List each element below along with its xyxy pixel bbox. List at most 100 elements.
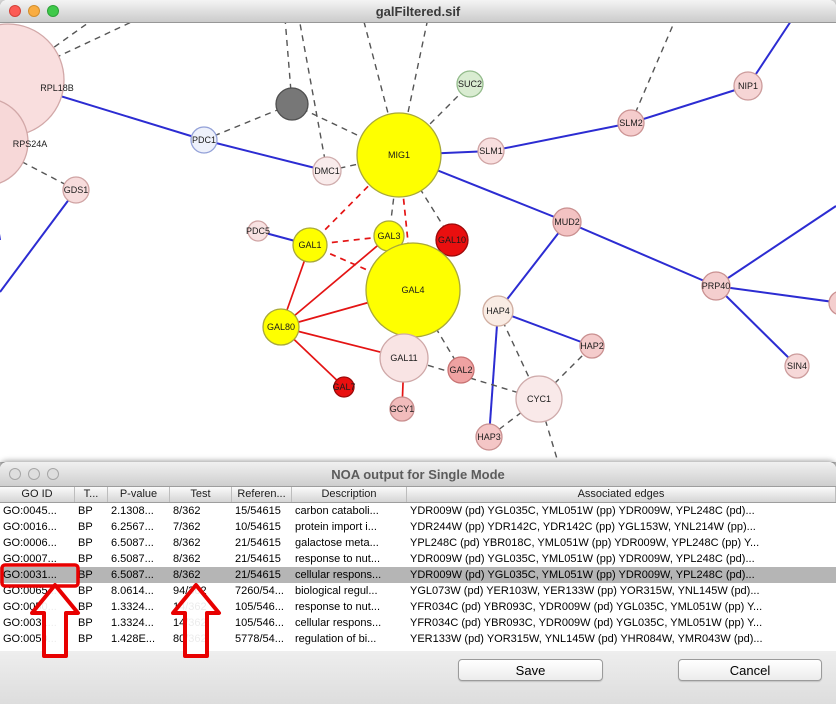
table-cell-edges[interactable]: YDR244W (pp) YDR142C, YDR142C (pp) YGL15… [410, 521, 756, 533]
table-cell-test[interactable]: 8/362 [173, 537, 201, 549]
graph-node-dark[interactable] [275, 87, 309, 121]
graph-edge-blue[interactable] [497, 221, 568, 312]
graph-node-gal11[interactable] [379, 333, 429, 383]
zoom-button[interactable] [47, 468, 59, 480]
table-cell-test[interactable]: 7/362 [173, 521, 201, 533]
network-canvas[interactable]: RPL18BRPS24AGDS1PDC1MIG1SUC2SLM1SLM2NIP1… [0, 0, 836, 462]
column-header-go_id[interactable]: GO ID [0, 486, 75, 502]
table-cell-reference[interactable]: 21/54615 [235, 537, 281, 549]
save-button[interactable]: Save [458, 659, 603, 681]
column-header-edges[interactable]: Associated edges [407, 486, 836, 502]
table-cell-go_id[interactable]: GO:0050... [3, 633, 57, 645]
graph-edge-gray[interactable] [291, 103, 400, 156]
graph-node-mig1[interactable] [356, 112, 442, 198]
table-cell-description[interactable]: protein import i... [295, 521, 377, 533]
table-cell-p_value[interactable]: 6.5087... [111, 569, 154, 581]
graph-edge-blue[interactable] [497, 310, 593, 347]
table-cell-type[interactable]: BP [78, 633, 93, 645]
graph-edge-gray[interactable] [298, 17, 328, 172]
table-cell-go_id[interactable]: GO:0007... [3, 553, 57, 565]
cancel-button[interactable]: Cancel [678, 659, 822, 681]
table-row-1[interactable]: GO:0016... BP 6.2567... 7/362 10/54615 protei… [0, 519, 836, 535]
graph-node-cyc1[interactable] [515, 375, 563, 423]
table-row-3[interactable]: GO:0007... BP 6.5087... 8/362 21/54615 respon… [0, 551, 836, 567]
graph-node-dmc1[interactable] [312, 156, 342, 186]
column-header-description[interactable]: Description [292, 486, 407, 502]
graph-node-rps24a[interactable] [0, 98, 29, 186]
table-cell-go_id[interactable]: GO:0031... [3, 569, 57, 581]
graph-edge-blue[interactable] [488, 310, 499, 438]
graph-node-gal4[interactable] [365, 242, 461, 338]
table-cell-type[interactable]: BP [78, 553, 93, 565]
table-cell-p_value[interactable]: 2.1308... [111, 505, 154, 517]
table-cell-p_value[interactable]: 1.3324... [111, 601, 154, 613]
graph-node-hap2[interactable] [579, 333, 605, 359]
graph-edge-gray[interactable] [398, 154, 453, 241]
close-button[interactable] [9, 468, 21, 480]
table-cell-p_value[interactable]: 1.3324... [111, 617, 154, 629]
graph-node-pdc1[interactable] [190, 126, 218, 154]
column-header-test[interactable]: Test [170, 486, 232, 502]
table-cell-go_id[interactable]: GO:0045... [3, 505, 57, 517]
table-cell-test[interactable]: 8/362 [173, 553, 201, 565]
graph-node-hap3[interactable] [475, 423, 503, 451]
graph-node-hap4[interactable] [482, 295, 514, 327]
graph-node-prp40[interactable] [701, 271, 731, 301]
table-cell-reference[interactable]: 10/54615 [235, 521, 281, 533]
graph-node-suc2[interactable] [456, 70, 484, 98]
table-cell-description[interactable]: galactose meta... [295, 537, 379, 549]
graph-edge-blue[interactable] [715, 285, 798, 367]
column-header-type[interactable]: T... [75, 486, 108, 502]
zoom-button[interactable] [47, 5, 59, 17]
column-header-p_value[interactable]: P-value [108, 486, 170, 502]
table-cell-type[interactable]: BP [78, 537, 93, 549]
graph-node-sin4[interactable] [784, 353, 810, 379]
table-cell-p_value[interactable]: 6.5087... [111, 553, 154, 565]
table-cell-go_id[interactable]: GO:0006... [3, 537, 57, 549]
table-cell-reference[interactable]: 21/54615 [235, 553, 281, 565]
table-cell-type[interactable]: BP [78, 569, 93, 581]
table-cell-test[interactable]: 80/362 [173, 633, 207, 645]
table-cell-type[interactable]: BP [78, 617, 93, 629]
table-cell-type[interactable]: BP [78, 505, 93, 517]
graph-node-slm2[interactable] [617, 109, 645, 137]
graph-node-gcy1[interactable] [389, 396, 415, 422]
table-cell-description[interactable]: carbon cataboli... [295, 505, 379, 517]
table-cell-edges[interactable]: YDR009W (pd) YGL035C, YML051W (pp) YDR00… [410, 569, 755, 581]
table-cell-description[interactable]: biological regul... [295, 585, 378, 597]
graph-node-mud2[interactable] [552, 207, 582, 237]
table-row-2[interactable]: GO:0006... BP 6.5087... 8/362 21/54615 galact… [0, 535, 836, 551]
table-cell-edges[interactable]: YFR034C (pd) YBR093C, YDR009W (pd) YGL03… [410, 601, 763, 613]
table-cell-p_value[interactable]: 6.5087... [111, 537, 154, 549]
graph-edge-blue[interactable] [715, 205, 836, 287]
graph-node-gal7[interactable] [333, 376, 355, 398]
table-cell-test[interactable]: 8/362 [173, 569, 201, 581]
table-cell-description[interactable]: cellular respons... [295, 617, 382, 629]
table-cell-reference[interactable]: 7260/54... [235, 585, 284, 597]
table-cell-edges[interactable]: YDR009W (pd) YGL035C, YML051W (pp) YDR00… [410, 553, 755, 565]
column-header-reference[interactable]: Referen... [232, 486, 292, 502]
table-cell-type[interactable]: BP [78, 585, 93, 597]
table-cell-reference[interactable]: 105/546... [235, 601, 284, 613]
table-cell-p_value[interactable]: 6.2567... [111, 521, 154, 533]
table-cell-go_id[interactable]: GO:0016... [3, 521, 57, 533]
minimize-button[interactable] [28, 5, 40, 17]
graph-node-nip1[interactable] [733, 71, 763, 101]
table-cell-edges[interactable]: YPL248C (pd) YBR018C, YML051W (pp) YDR00… [410, 537, 760, 549]
graph-edge-blue[interactable] [0, 189, 77, 293]
graph-edge-blue[interactable] [566, 221, 717, 287]
table-cell-edges[interactable]: YER133W (pd) YOR315W, YNL145W (pd) YHR08… [410, 633, 763, 645]
table-cell-description[interactable]: regulation of bi... [295, 633, 377, 645]
table-cell-type[interactable]: BP [78, 521, 93, 533]
table-cell-test[interactable]: 94/362 [173, 585, 207, 597]
minimize-button[interactable] [28, 468, 40, 480]
table-cell-description[interactable]: response to nut... [295, 553, 380, 565]
graph-edge-blue[interactable] [630, 85, 749, 124]
table-cell-test[interactable]: 14/362 [173, 601, 207, 613]
table-cell-p_value[interactable]: 1.428E... [111, 633, 156, 645]
